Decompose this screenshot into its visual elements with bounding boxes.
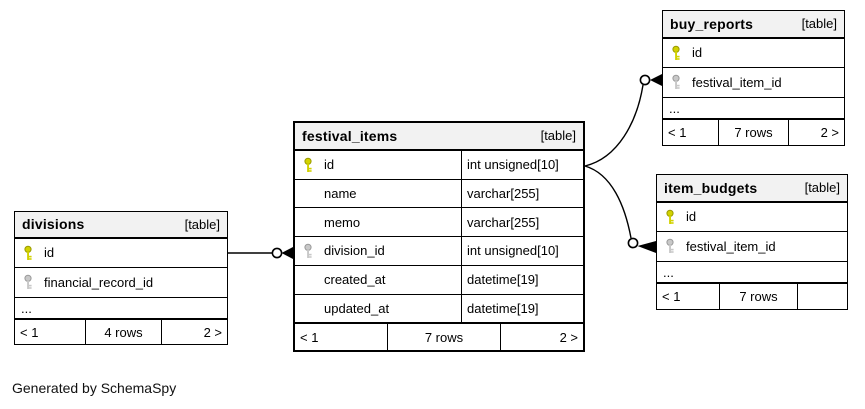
table-column-row: id bbox=[657, 203, 847, 233]
column-type: int unsigned[10] bbox=[461, 150, 583, 179]
table-header: festival_items [table] bbox=[295, 123, 583, 151]
ellipsis-row: ... bbox=[657, 262, 847, 284]
primary-key-icon bbox=[302, 157, 324, 173]
column-type: datetime[19] bbox=[461, 265, 583, 294]
pagination-prev: < 1 bbox=[20, 324, 39, 340]
column-name: festival_item_id bbox=[686, 238, 776, 254]
foreign-key-icon bbox=[670, 74, 692, 90]
column-name: created_at bbox=[324, 272, 386, 288]
table-column-row: festival_item_id bbox=[657, 232, 847, 262]
pagination-next: 2 > bbox=[788, 120, 844, 145]
column-name: financial_record_id bbox=[44, 274, 154, 290]
row-count: 4 rows bbox=[85, 320, 161, 344]
pagination-prev: < 1 bbox=[668, 125, 687, 141]
foreign-key-icon bbox=[302, 243, 324, 259]
table-column-row: id bbox=[15, 239, 227, 269]
row-count: 7 rows bbox=[719, 284, 797, 309]
column-type: varchar[255] bbox=[461, 208, 583, 237]
column-type: varchar[255] bbox=[461, 179, 583, 208]
pagination-footer: < 1 4 rows 2 > bbox=[15, 319, 227, 344]
column-name: memo bbox=[324, 214, 361, 230]
foreign-key-icon bbox=[664, 238, 686, 254]
table-name: divisions bbox=[22, 216, 85, 233]
column-name: name bbox=[324, 185, 357, 201]
table-festival-items[interactable]: festival_items [table] id int unsigned[1… bbox=[293, 121, 585, 352]
primary-key-icon bbox=[670, 45, 692, 61]
table-tag: [table] bbox=[540, 128, 576, 144]
ellipsis-row: ... bbox=[15, 298, 227, 320]
pagination-prev: < 1 bbox=[662, 289, 681, 305]
primary-key-icon bbox=[664, 209, 686, 225]
pagination-footer: < 1 7 rows 2 > bbox=[295, 323, 583, 351]
foreign-key-icon bbox=[22, 274, 44, 290]
column-name: id bbox=[692, 45, 703, 61]
column-name: id bbox=[686, 209, 697, 225]
table-tag: [table] bbox=[804, 180, 840, 196]
table-tag: [table] bbox=[801, 16, 837, 32]
table-column-row: id int unsigned[10] bbox=[295, 150, 583, 180]
column-name: id bbox=[324, 157, 335, 173]
column-name: festival_item_id bbox=[692, 74, 782, 90]
table-name: buy_reports bbox=[670, 15, 754, 32]
table-name: festival_items bbox=[302, 127, 398, 144]
table-divisions[interactable]: divisions [table] id financial_record_id… bbox=[14, 211, 228, 345]
row-count: 7 rows bbox=[718, 120, 788, 145]
generator-note: Generated by SchemaSpy bbox=[12, 380, 177, 396]
table-name: item_budgets bbox=[664, 179, 758, 196]
table-column-row: financial_record_id bbox=[15, 268, 227, 298]
table-tag: [table] bbox=[184, 216, 220, 232]
pagination-next: 2 > bbox=[161, 320, 227, 344]
table-column-row: id bbox=[663, 39, 844, 69]
column-name: updated_at bbox=[324, 300, 390, 316]
table-buy-reports[interactable]: buy_reports [table] id festival_item_id … bbox=[662, 10, 845, 146]
table-column-row: created_at datetime[19] bbox=[295, 265, 583, 295]
table-column-row: updated_at datetime[19] bbox=[295, 294, 583, 324]
pagination-prev: < 1 bbox=[300, 329, 319, 345]
table-column-row: division_id int unsigned[10] bbox=[295, 237, 583, 266]
table-header: buy_reports [table] bbox=[663, 11, 844, 39]
relationship-edge-festival-items-buy-reports bbox=[584, 74, 662, 167]
column-name: division_id bbox=[324, 243, 385, 259]
table-header: divisions [table] bbox=[15, 212, 227, 239]
pagination-next bbox=[797, 284, 847, 309]
column-type: datetime[19] bbox=[461, 294, 583, 323]
relationship-edge-festival-items-item-budgets bbox=[584, 165, 656, 253]
column-type: int unsigned[10] bbox=[461, 237, 583, 265]
pagination-footer: < 1 7 rows 2 > bbox=[663, 119, 844, 145]
table-column-row: festival_item_id bbox=[663, 68, 844, 98]
table-column-row: name varchar[255] bbox=[295, 179, 583, 209]
table-column-row: memo varchar[255] bbox=[295, 208, 583, 238]
pagination-footer: < 1 7 rows bbox=[657, 283, 847, 309]
row-count: 7 rows bbox=[387, 324, 500, 351]
ellipsis-row: ... bbox=[663, 98, 844, 120]
primary-key-icon bbox=[22, 245, 44, 261]
column-name: id bbox=[44, 245, 55, 261]
pagination-next: 2 > bbox=[500, 324, 583, 351]
relationship-edge-divisions-festival-items bbox=[228, 247, 293, 259]
table-item-budgets[interactable]: item_budgets [table] id festival_item_id… bbox=[656, 174, 848, 310]
table-header: item_budgets [table] bbox=[657, 175, 847, 203]
